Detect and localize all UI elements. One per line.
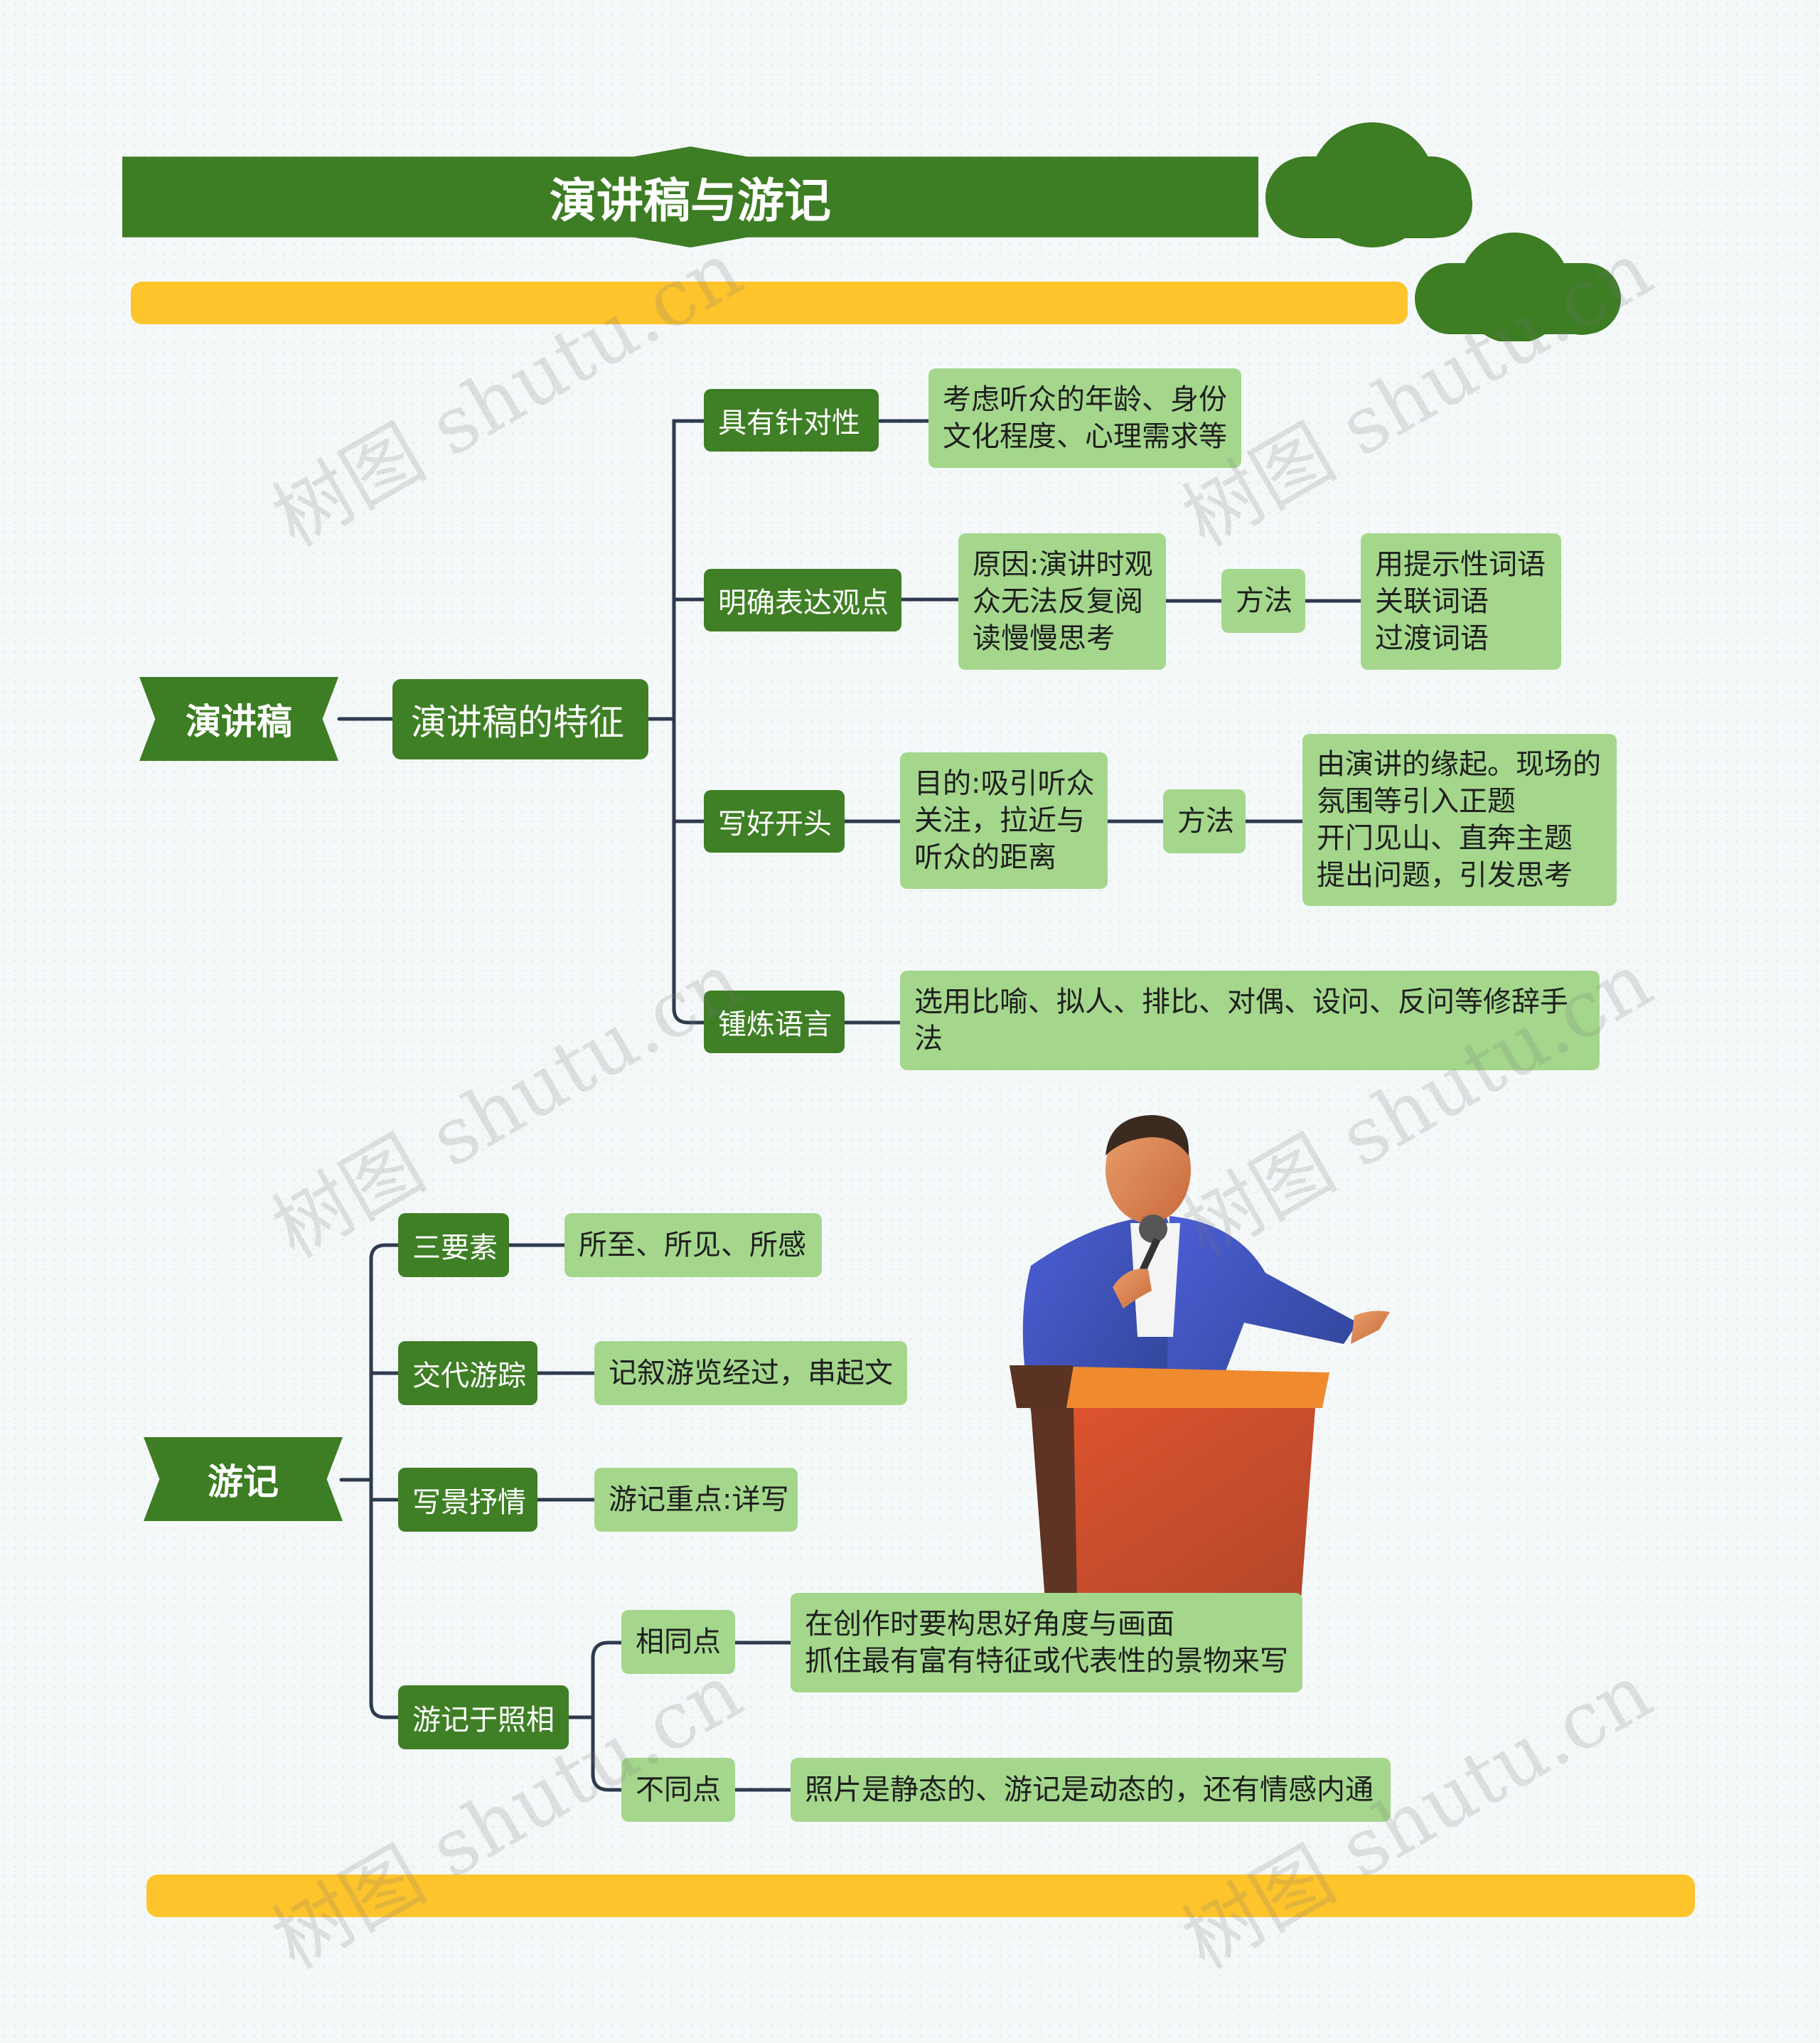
leaf-line: 众无法反复阅 bbox=[973, 585, 1143, 618]
leaf-viewpoint-reason: 原因:演讲时观 众无法反复阅 读慢慢思考 bbox=[958, 533, 1166, 670]
root-node-speech: 演讲稿 bbox=[139, 677, 338, 761]
page-title: 演讲稿与游记 bbox=[550, 174, 831, 228]
branch-express-viewpoint: 明确表达观点 bbox=[704, 569, 901, 631]
leaf-line: 法 bbox=[914, 1023, 943, 1055]
branch-scenery-emotion: 写景抒情 bbox=[398, 1468, 537, 1532]
branch-good-opening: 写好开头 bbox=[704, 790, 845, 853]
leaf-line: 听众的距离 bbox=[914, 841, 1056, 874]
leaf-line: 关联词语 bbox=[1375, 585, 1489, 618]
leaf-opening-method: 方法 bbox=[1163, 789, 1246, 853]
leaf-route: 记叙游览经过，串起文 bbox=[594, 1341, 907, 1405]
leaf-line: 提出问题，引发思考 bbox=[1317, 859, 1573, 892]
leaf-line: 目的:吸引听众 bbox=[914, 767, 1095, 800]
branch-travel-vs-photo: 游记于照相 bbox=[398, 1685, 569, 1749]
leaf-targeted-detail: 考虑听众的年龄、身份 文化程度、心理需求等 bbox=[928, 368, 1241, 468]
branch-refine-language: 锺炼语言 bbox=[704, 991, 845, 1053]
leaf-line: 读慢慢思考 bbox=[973, 622, 1115, 655]
leaf-line: 关注，拉近与 bbox=[914, 804, 1085, 837]
leaf-opening-result: 由演讲的缘起。现场的 氛围等引入正题 开门见山、直奔主题 提出问题，引发思考 bbox=[1302, 734, 1617, 906]
sub-branch-difference-label: 不同点 bbox=[636, 1773, 721, 1806]
root-node-travel-label: 游记 bbox=[208, 1461, 279, 1503]
top-yellow-bar bbox=[131, 282, 1408, 324]
leaf-line: 文化程度、心理需求等 bbox=[943, 420, 1227, 453]
branch-three-elements-label: 三要素 bbox=[412, 1232, 498, 1264]
leaf-line: 在创作时要构思好角度与画面 bbox=[805, 1608, 1174, 1641]
leaf-line: 过渡词语 bbox=[1375, 622, 1489, 655]
branch-targeted: 具有针对性 bbox=[704, 389, 879, 452]
leaf-scenery-emotion: 游记重点:详写 bbox=[594, 1468, 798, 1532]
leaf-line: 用提示性词语 bbox=[1375, 548, 1546, 581]
leaf-language-detail: 选用比喻、拟人、排比、对偶、设问、反问等修辞手 法 bbox=[900, 971, 1600, 1070]
leaf-opening-purpose: 目的:吸引听众 关注，拉近与 听众的距离 bbox=[900, 752, 1108, 889]
leaf-line: 选用比喻、拟人、排比、对偶、设问、反问等修辞手 bbox=[914, 986, 1568, 1018]
leaf-line: 氛围等引入正题 bbox=[1317, 785, 1516, 818]
cloud-icon bbox=[1265, 122, 1621, 341]
root-node-speech-label: 演讲稿 bbox=[186, 701, 292, 742]
leaf-line: 所至、所见、所感 bbox=[579, 1229, 806, 1261]
leaf-three-elements: 所至、所见、所感 bbox=[564, 1213, 822, 1277]
leaf-line: 抓住最有富有特征或代表性的景物来写 bbox=[805, 1645, 1288, 1677]
speaker-podium-illustration bbox=[1010, 1115, 1390, 1600]
sub-branch-difference: 不同点 bbox=[621, 1758, 735, 1822]
leaf-line: 开门见山、直奔主题 bbox=[1317, 822, 1573, 855]
branch-route: 交代游踪 bbox=[398, 1341, 537, 1405]
branch-travel-vs-photo-label: 游记于照相 bbox=[412, 1704, 555, 1737]
branch-refine-language-label: 锺炼语言 bbox=[718, 1008, 832, 1041]
leaf-line: 方法 bbox=[1177, 805, 1234, 838]
sub-branch-similarity: 相同点 bbox=[621, 1610, 735, 1674]
root-node-travel: 游记 bbox=[144, 1437, 343, 1521]
leaf-line: 考虑听众的年龄、身份 bbox=[943, 383, 1227, 416]
branch-route-label: 交代游踪 bbox=[412, 1360, 526, 1392]
leaf-viewpoint-result: 用提示性词语 关联词语 过渡词语 bbox=[1361, 533, 1561, 670]
leaf-line: 由演讲的缘起。现场的 bbox=[1317, 748, 1601, 781]
leaf-line: 照片是静态的、游记是动态的，还有情感内通 bbox=[805, 1773, 1374, 1806]
center-node-label: 演讲稿的特征 bbox=[411, 701, 624, 743]
center-node-speech-features: 演讲稿的特征 bbox=[392, 679, 648, 759]
branch-good-opening-label: 写好开头 bbox=[718, 808, 832, 841]
sub-branch-similarity-label: 相同点 bbox=[636, 1626, 721, 1658]
branch-scenery-emotion-label: 写景抒情 bbox=[412, 1486, 526, 1519]
bottom-yellow-bar bbox=[146, 1874, 1695, 1917]
title-banner: 演讲稿与游记 bbox=[122, 146, 1258, 247]
branch-three-elements: 三要素 bbox=[398, 1213, 509, 1277]
leaf-line: 原因:演讲时观 bbox=[973, 548, 1153, 581]
leaf-similarity: 在创作时要构思好角度与画面 抓住最有富有特征或代表性的景物来写 bbox=[791, 1593, 1302, 1692]
branch-express-viewpoint-label: 明确表达观点 bbox=[718, 587, 889, 619]
leaf-line: 记叙游览经过，串起文 bbox=[609, 1357, 893, 1389]
branch-targeted-label: 具有针对性 bbox=[718, 407, 860, 439]
leaf-difference: 照片是静态的、游记是动态的，还有情感内通 bbox=[791, 1758, 1391, 1822]
leaf-line: 游记重点:详写 bbox=[609, 1483, 789, 1516]
leaf-line: 方法 bbox=[1236, 585, 1292, 617]
leaf-viewpoint-method: 方法 bbox=[1221, 569, 1305, 633]
